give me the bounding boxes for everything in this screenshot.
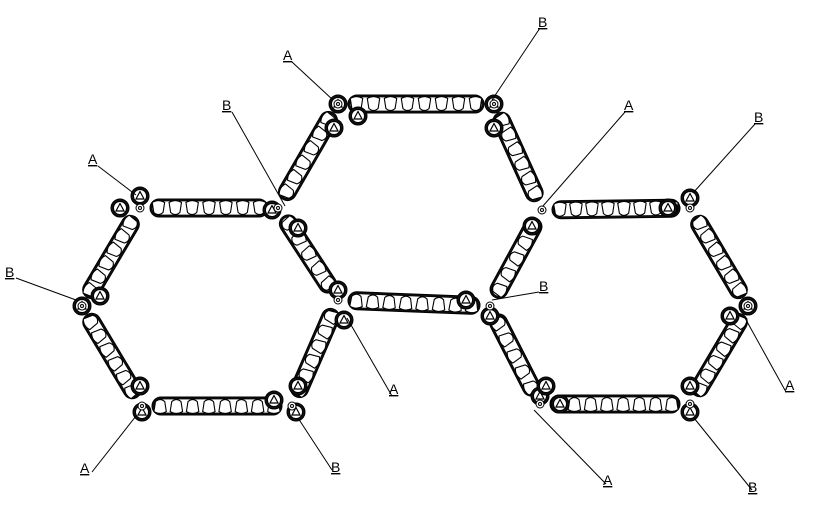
callout-label-b: B bbox=[331, 459, 340, 475]
link-bar bbox=[82, 214, 140, 300]
link-bar bbox=[347, 291, 481, 315]
callout-label-b: B bbox=[222, 97, 231, 113]
joint-pin bbox=[137, 401, 147, 411]
link-bar bbox=[489, 313, 541, 397]
joint-knob bbox=[484, 118, 504, 138]
joint-knob bbox=[658, 198, 678, 218]
joint-knob bbox=[130, 376, 150, 396]
joint-pin bbox=[287, 401, 297, 411]
callout-label-a: A bbox=[283, 47, 293, 63]
leader-line bbox=[744, 317, 787, 393]
link-bar bbox=[347, 94, 485, 114]
joint-knob bbox=[680, 376, 700, 396]
leader-line bbox=[533, 409, 607, 485]
leader-line bbox=[291, 61, 334, 101]
callout-label-b: B bbox=[748, 479, 757, 495]
link-bar bbox=[278, 214, 338, 294]
callout-label-a: A bbox=[785, 377, 795, 393]
joint-knob bbox=[264, 390, 284, 410]
joint-pin bbox=[77, 301, 87, 311]
callout-label-b: B bbox=[538, 14, 547, 30]
joint-pin bbox=[685, 203, 695, 213]
callout-label-b: B bbox=[754, 109, 763, 125]
joint-pin bbox=[273, 203, 283, 213]
leader-line bbox=[491, 291, 540, 301]
joint-pin bbox=[333, 99, 343, 109]
joint-knob bbox=[456, 290, 476, 310]
callout-label-a: A bbox=[88, 151, 98, 167]
link-bar bbox=[290, 307, 340, 399]
joint-knob bbox=[550, 394, 570, 414]
joint-pin bbox=[135, 203, 145, 213]
joint-pin bbox=[535, 399, 545, 409]
link-bar bbox=[151, 396, 283, 416]
joint-knob bbox=[324, 118, 344, 138]
leader-line bbox=[297, 417, 333, 471]
joint-knob bbox=[680, 402, 700, 422]
leader-line bbox=[491, 27, 541, 101]
link-bar bbox=[690, 312, 748, 398]
link-bar bbox=[549, 394, 681, 414]
joint-pin bbox=[685, 399, 695, 409]
joint-knob bbox=[110, 198, 130, 218]
joint-pin bbox=[485, 301, 495, 311]
link-bar bbox=[149, 198, 269, 218]
joint-pin bbox=[489, 99, 499, 109]
joint-knob bbox=[288, 376, 308, 396]
leader-line bbox=[231, 111, 286, 207]
callout-label-a: A bbox=[80, 460, 90, 476]
leader-line bbox=[346, 317, 393, 397]
link-bars bbox=[82, 94, 748, 416]
joint-pin bbox=[537, 205, 547, 215]
joint-knob bbox=[130, 186, 150, 206]
callout-label-a: A bbox=[389, 381, 399, 397]
link-bar bbox=[492, 111, 544, 203]
leader-line bbox=[97, 165, 137, 196]
joint-knob bbox=[334, 310, 354, 330]
joint-knob bbox=[90, 286, 110, 306]
joint-nodes bbox=[72, 94, 758, 422]
callout-label-a: A bbox=[624, 97, 634, 113]
callout-label-b: B bbox=[5, 264, 14, 280]
joint-pin bbox=[333, 295, 343, 305]
joint-knob bbox=[348, 106, 368, 126]
callout-label-b: B bbox=[539, 278, 548, 294]
joint-knob bbox=[522, 216, 542, 236]
leader-line bbox=[692, 123, 756, 194]
leader-line bbox=[542, 111, 626, 207]
joint-knob bbox=[536, 376, 556, 396]
leader-line bbox=[15, 277, 77, 301]
joint-pin bbox=[743, 301, 753, 311]
callout-labels: A B A B A B B A B A A B A B bbox=[5, 14, 795, 495]
callout-label-a: A bbox=[603, 472, 613, 488]
joint-knob bbox=[720, 306, 740, 326]
leader-line bbox=[91, 415, 137, 473]
link-bar bbox=[690, 214, 748, 300]
leader-line bbox=[693, 417, 753, 491]
joint-knob bbox=[328, 280, 348, 300]
callout-leaders bbox=[15, 27, 787, 491]
joint-knob bbox=[288, 218, 308, 238]
